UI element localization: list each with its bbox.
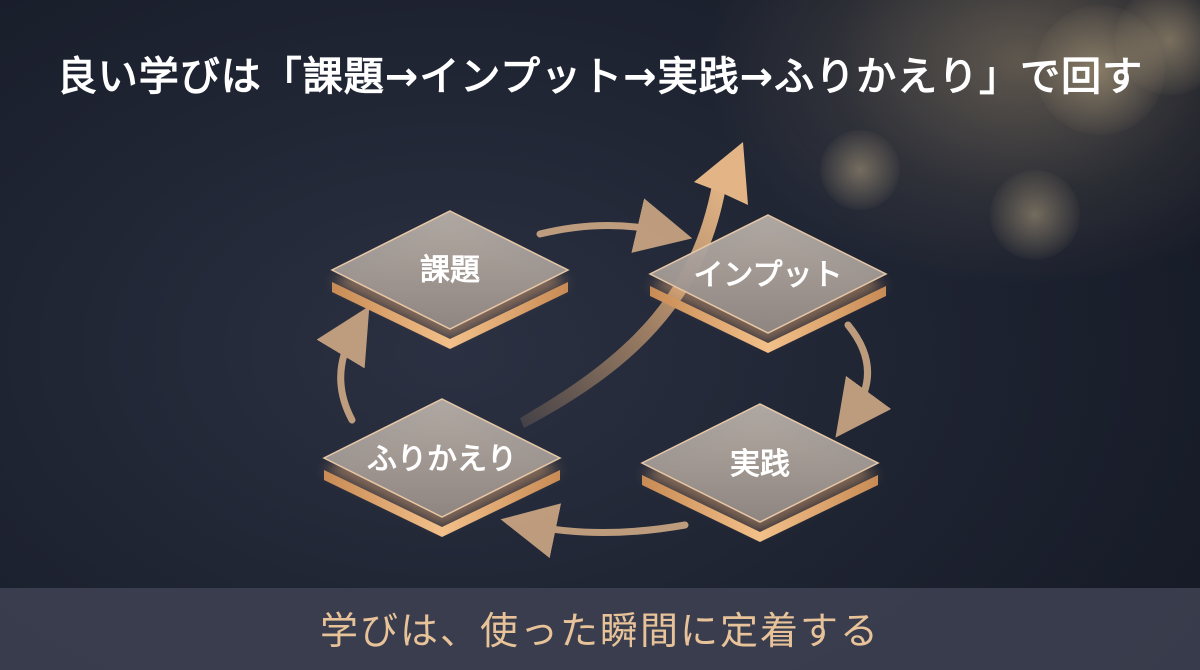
growth-arrow — [520, 142, 748, 428]
arrow-furikaeri-to-kadai — [316, 305, 370, 424]
cycle-node-furikaeri: ふりかえり — [322, 398, 562, 537]
node-label-furikaeri: ふりかえり — [367, 442, 517, 477]
node-label-input: インプット — [693, 258, 842, 293]
bokeh-light — [1035, 5, 1165, 135]
cycle-node-input: インプット — [648, 214, 888, 353]
node-label-jissen: 実践 — [730, 447, 790, 482]
arrow-kadai-to-input — [536, 198, 693, 253]
arrow-input-to-jissen — [835, 321, 892, 438]
arrow-jissen-to-furikaeri — [500, 503, 689, 559]
footer-band — [0, 588, 1200, 670]
footer-caption: 学びは、使った瞬間に定着する — [319, 609, 880, 653]
bokeh-light — [820, 130, 900, 210]
cycle-node-jissen: 実践 — [640, 403, 880, 542]
cycle-node-kadai: 課題 — [330, 210, 570, 349]
node-label-kadai: 課題 — [420, 253, 480, 288]
page-title: 良い学びは「課題→インプット→実践→ふりかえり」で回す — [56, 54, 1144, 100]
bokeh-light — [990, 170, 1080, 260]
